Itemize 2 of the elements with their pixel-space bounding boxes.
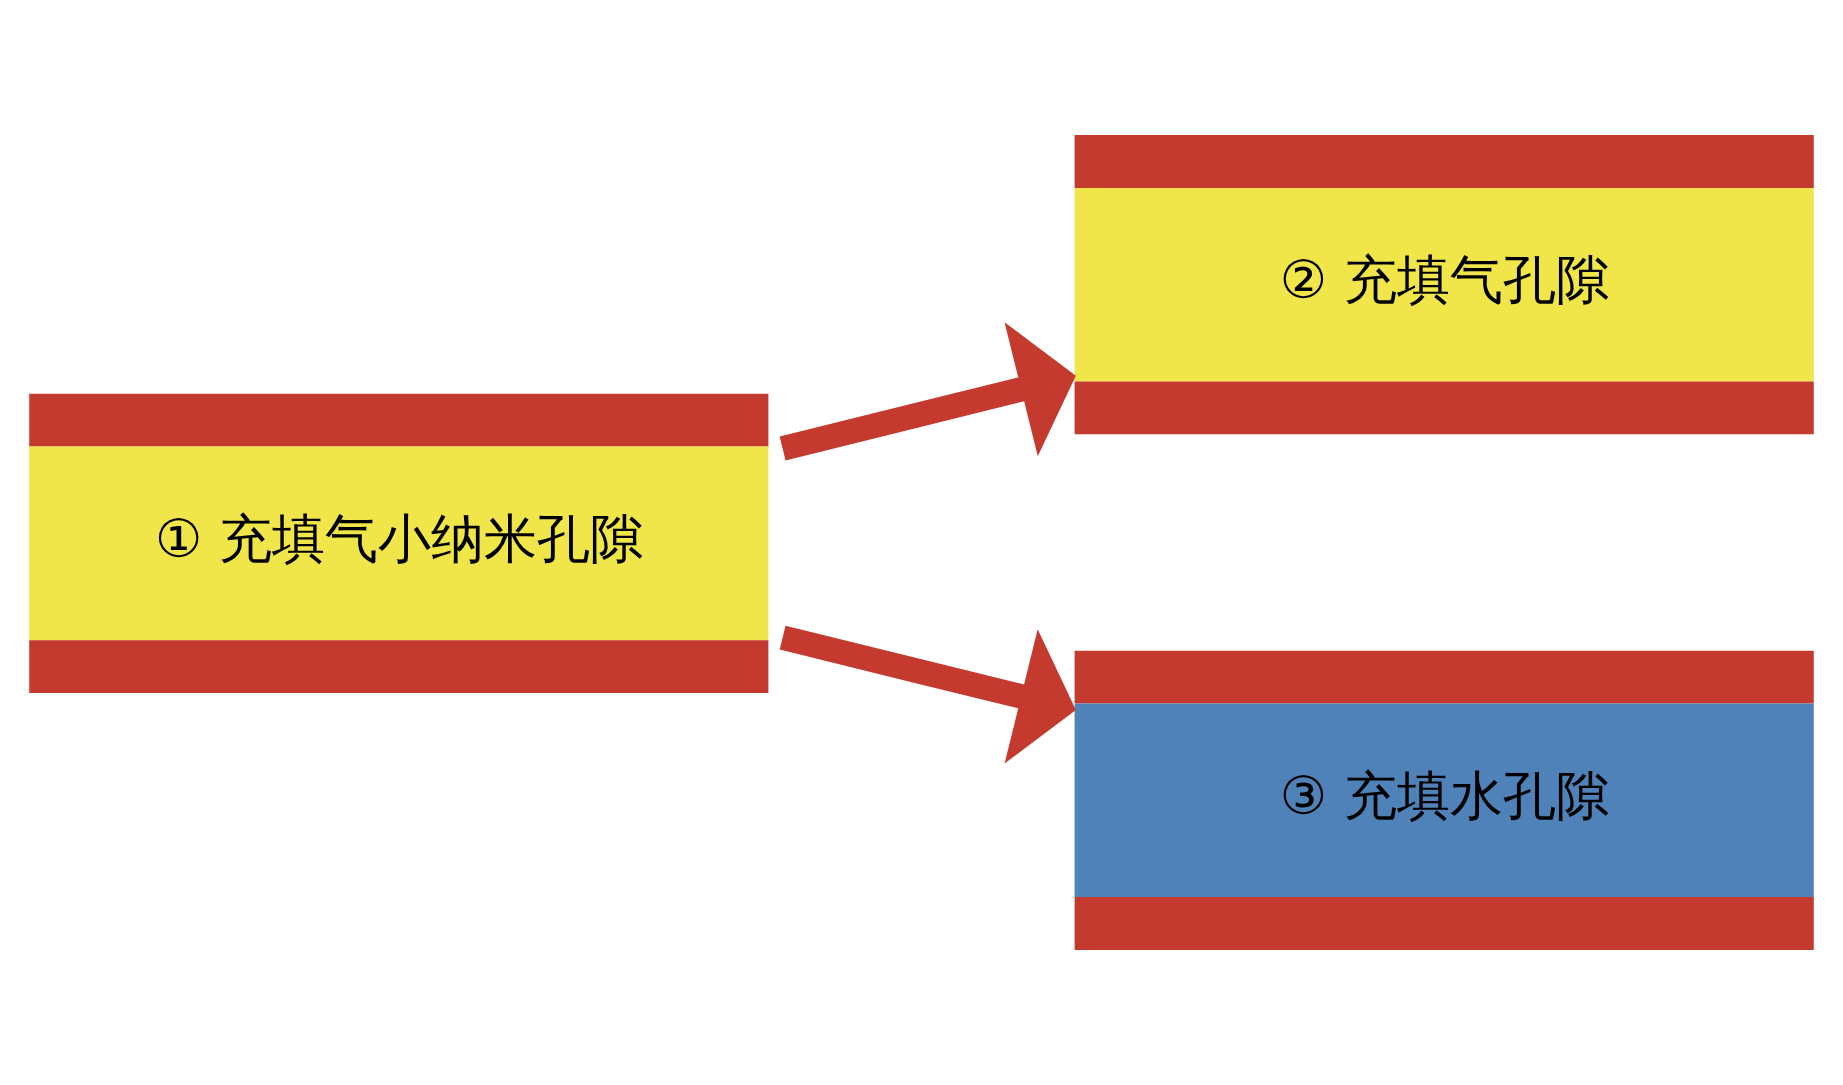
arrow <box>779 322 1076 461</box>
arrow <box>779 625 1076 764</box>
